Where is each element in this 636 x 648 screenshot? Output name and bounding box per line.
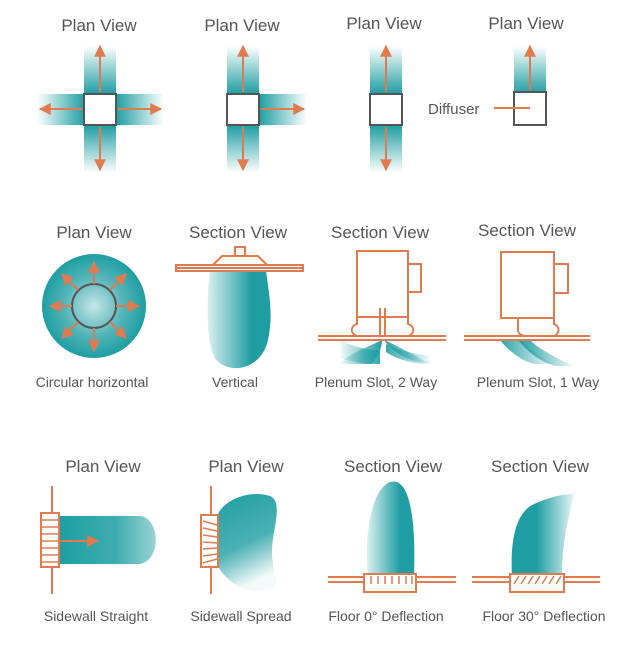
caption-floor-0: Floor 0° Deflection <box>328 608 443 624</box>
caption-plenum-1way: Plenum Slot, 1 Way <box>477 374 599 390</box>
diffuser-callout: Diffuser <box>428 101 479 118</box>
plan-4way-diagram <box>37 44 164 173</box>
view-label-2: Plan View <box>204 16 280 35</box>
caption-plenum-2way: Plenum Slot, 2 Way <box>315 374 437 390</box>
plenum-2way-diagram <box>318 250 446 364</box>
view-label-5: Plan View <box>56 223 132 242</box>
view-label-3: Plan View <box>346 14 422 33</box>
caption-sidewall-straight: Sidewall Straight <box>44 608 148 624</box>
plan-2way-diagram <box>369 44 403 173</box>
sidewall-spread-diagram <box>200 486 277 594</box>
circular-diagram <box>42 254 146 358</box>
floor-30-diagram <box>472 494 600 593</box>
sidewall-straight-diagram <box>40 486 156 594</box>
floor-0-diagram <box>328 481 456 593</box>
caption-floor-30: Floor 30° Deflection <box>482 608 605 624</box>
view-label-1: Plan View <box>61 16 137 35</box>
view-label-7: Section View <box>331 223 430 242</box>
plan-1way-diagram: Diffuser <box>428 44 547 126</box>
view-label-10: Plan View <box>208 457 284 476</box>
caption-circular: Circular horizontal <box>36 374 149 390</box>
view-label-6: Section View <box>189 223 288 242</box>
caption-vertical: Vertical <box>212 374 258 390</box>
view-label-11: Section View <box>344 457 443 476</box>
plan-3way-diagram <box>226 44 307 173</box>
view-label-4: Plan View <box>488 14 564 33</box>
view-label-8: Section View <box>478 221 577 240</box>
caption-sidewall-spread: Sidewall Spread <box>190 608 291 624</box>
view-label-12: Section View <box>491 457 590 476</box>
vertical-diagram <box>175 246 304 369</box>
plenum-1way-diagram <box>464 251 590 366</box>
view-label-9: Plan View <box>65 457 141 476</box>
